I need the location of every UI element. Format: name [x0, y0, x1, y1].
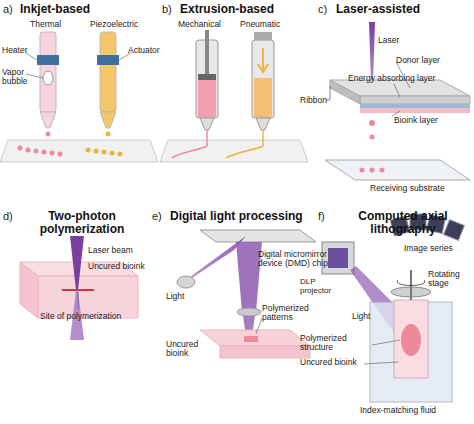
part-label: Image series	[404, 244, 474, 253]
part-label: Donor layer	[396, 56, 466, 65]
part-label: Energy absorbing layer	[348, 74, 472, 83]
part-label: Site of polymerization	[40, 312, 150, 321]
part-label: Index-matching fluid	[360, 406, 470, 415]
part-label: Ribbon	[300, 96, 340, 105]
panel-title: Extrusion-based	[180, 3, 310, 16]
cal-illustration	[322, 214, 464, 402]
part-label: Uncured bioink	[88, 262, 158, 271]
part-label: Mechanical	[178, 20, 238, 29]
part-label: Laser beam	[88, 246, 148, 255]
panel-letter: e)	[152, 210, 172, 222]
part-label: Rotating stage	[428, 270, 474, 289]
panel-title: Inkjet-based	[20, 3, 140, 16]
part-label: Vapor bubble	[2, 68, 38, 87]
part-label: Bioink layer	[394, 116, 464, 125]
part-label: Light	[166, 292, 196, 301]
part-label: Heater	[2, 46, 42, 55]
part-label: Thermal	[30, 20, 80, 29]
panel-title: Two-photon polymerization	[22, 210, 142, 236]
part-label: Light	[352, 312, 382, 321]
part-label: Uncured bioink	[166, 340, 202, 359]
panel-title: Computed axial lithography	[334, 210, 472, 236]
part-label: DLP projector	[300, 278, 322, 296]
part-label: Pneumatic	[240, 20, 300, 29]
part-label: Uncured bioink	[300, 358, 366, 367]
panel-title: Digital light processing	[170, 210, 320, 223]
panel-letter: c)	[318, 3, 338, 15]
panel-letter: b)	[162, 3, 182, 15]
part-label: Actuator	[128, 46, 178, 55]
part-label: Digital micromirror device (DMD) chip	[258, 250, 342, 269]
panel-title: Laser-assisted	[336, 3, 466, 16]
extrusion-illustration	[160, 30, 308, 162]
part-label: Laser	[378, 36, 418, 45]
panel-letter: f)	[318, 210, 338, 222]
panel-letter: d)	[3, 210, 23, 222]
part-label: Polymerized patterns	[262, 304, 318, 323]
part-label: Polymerized structure	[300, 334, 372, 353]
laser-assisted-illustration	[325, 22, 470, 180]
part-label: Receiving substrate	[370, 184, 470, 193]
part-label: Piezoelectric	[90, 20, 160, 29]
